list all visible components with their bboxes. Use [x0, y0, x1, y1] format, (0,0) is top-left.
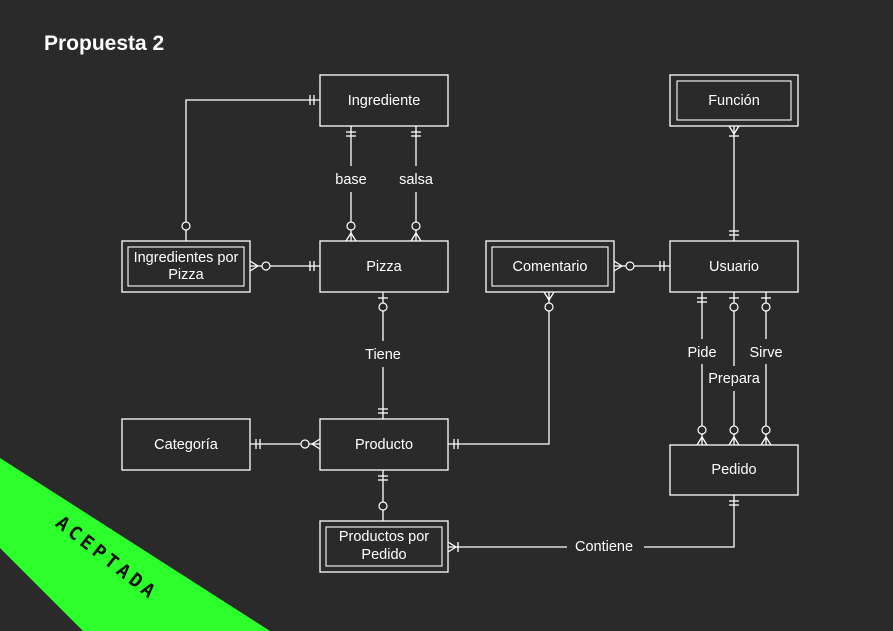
cardinality-one-producto-top — [378, 408, 388, 414]
cardinality-one-ingrediente-left — [309, 95, 315, 105]
entity-funcion-label: Función — [708, 93, 760, 109]
cardinality-one-producto-right — [453, 439, 459, 449]
cardinality-one-pedido-bottom — [729, 500, 739, 506]
entity-ingredientes-por-pizza-label-1: Ingredientes por — [134, 250, 239, 266]
cardinality-one-ingrediente-salsa — [411, 131, 421, 137]
entity-productos-por-pedido-label-1: Productos por — [339, 529, 429, 545]
entity-ingrediente-label: Ingrediente — [348, 93, 421, 109]
relation-salsa-label: salsa — [399, 172, 434, 188]
entity-pizza[interactable]: Pizza — [319, 240, 449, 293]
cardinality-one-categoria-right — [255, 439, 261, 449]
relation-sirve-label: Sirve — [749, 345, 782, 361]
accepted-stamp: ACEPTADA — [0, 458, 270, 631]
cardinality-many-comentario-bottom — [543, 291, 555, 312]
relation-contiene-label: Contiene — [575, 539, 633, 555]
entity-pedido[interactable]: Pedido — [669, 444, 799, 496]
entity-comentario-label: Comentario — [513, 259, 588, 275]
cardinality-many-pedido-sirve — [760, 425, 772, 446]
page-title: Propuesta 2 — [44, 32, 165, 55]
cardinality-many-pedido-pide — [696, 425, 708, 446]
cardinality-one-usuario-left — [659, 261, 665, 271]
link-producto-comentario — [448, 292, 550, 445]
cardinality-many-producto-left — [300, 438, 321, 450]
entity-producto[interactable]: Producto — [319, 418, 449, 471]
link-ingrediente-ingredientes-por-pizza — [185, 99, 320, 241]
relation-tiene-label: Tiene — [365, 347, 401, 363]
entity-usuario[interactable]: Usuario — [669, 240, 799, 293]
entity-productos-por-pedido-label-2: Pedido — [361, 547, 406, 563]
cardinality-pizza-bottom — [378, 297, 388, 312]
entity-pizza-label: Pizza — [366, 259, 402, 275]
entity-funcion[interactable]: Función — [669, 74, 799, 127]
entity-categoria[interactable]: Categoría — [121, 418, 251, 471]
cardinality-one-pizza-left — [309, 261, 315, 271]
cardinality-usuario-prepara — [729, 297, 739, 312]
cardinality-one-ingrediente-base — [346, 131, 356, 137]
entity-categoria-label: Categoría — [154, 437, 219, 453]
entity-ingredientes-por-pizza[interactable]: Ingredientes por Pizza — [121, 240, 251, 293]
cardinality-zero-ingredientes-top — [181, 221, 191, 231]
cardinality-usuario-sirve — [761, 297, 771, 312]
entity-usuario-label: Usuario — [709, 259, 759, 275]
entity-productos-por-pedido[interactable]: Productos por Pedido — [319, 520, 449, 573]
cardinality-many-pizza-base — [345, 221, 357, 242]
cardinality-many-productos-por-pedido-right — [447, 541, 459, 553]
cardinality-many-funcion-bottom — [728, 125, 740, 137]
cardinality-producto-bottom — [378, 475, 388, 511]
cardinality-one-usuario-pide — [697, 297, 707, 303]
relation-base-label: base — [335, 172, 366, 188]
entity-pedido-label: Pedido — [711, 462, 756, 478]
cardinality-many-pedido-prepara — [728, 425, 740, 446]
link-pedido-contiene — [644, 495, 735, 548]
relation-prepara-label: Prepara — [708, 371, 761, 387]
cardinality-many-pizza-salsa — [410, 221, 422, 242]
entity-comentario[interactable]: Comentario — [485, 240, 615, 293]
entity-producto-label: Producto — [355, 437, 413, 453]
entity-ingredientes-por-pizza-label-2: Pizza — [168, 267, 204, 283]
cardinality-many-ingredientes-right — [249, 260, 271, 272]
entity-ingrediente[interactable]: Ingrediente — [319, 74, 449, 127]
cardinality-many-comentario-right — [613, 260, 635, 272]
cardinality-one-usuario-top — [729, 230, 739, 236]
relation-pide-label: Pide — [687, 345, 716, 361]
